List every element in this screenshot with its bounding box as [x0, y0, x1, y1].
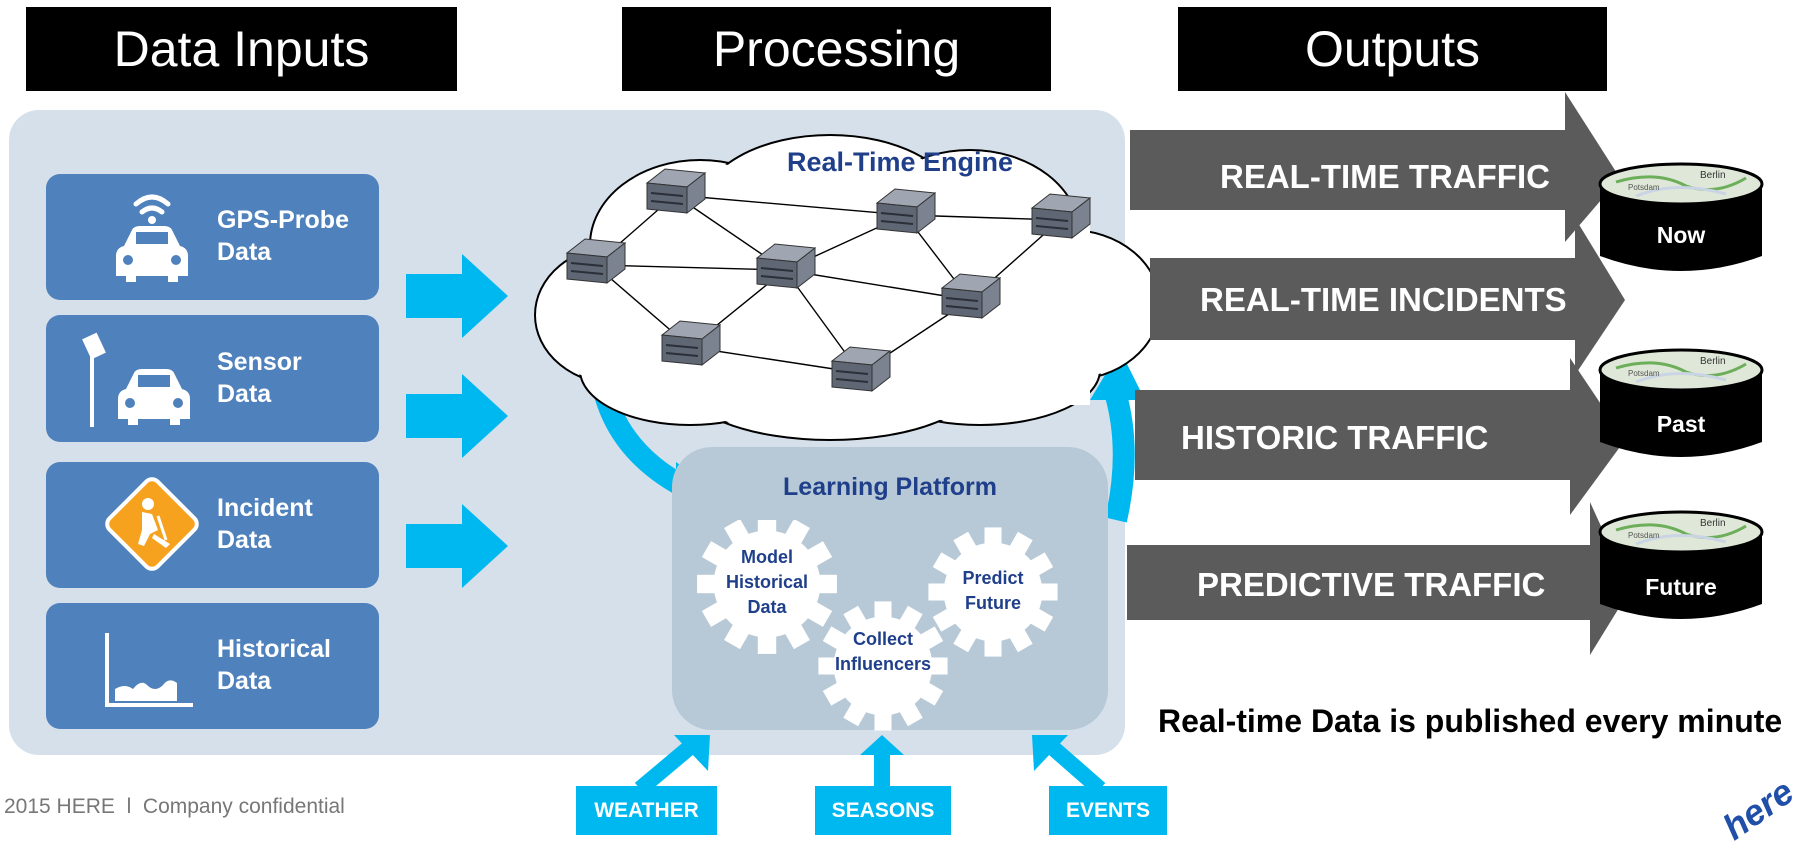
arrow-learning-to-cloud [1104, 388, 1135, 523]
publish-note: Real-time Data is published every minute [1158, 703, 1783, 739]
learning-platform-title: Learning Platform [783, 473, 997, 501]
output-arrows [1127, 92, 1630, 655]
influencer-seasons: SEASONS [815, 786, 951, 835]
output-label-predictive-traffic: PREDICTIVE TRAFFIC [1197, 566, 1546, 603]
database-future-label: Future [1645, 574, 1717, 600]
svg-text:Potsdam: Potsdam [1628, 531, 1660, 540]
header-data-inputs: Data Inputs [26, 7, 457, 91]
output-label-realtime-incidents: REAL-TIME INCIDENTS [1200, 281, 1567, 318]
server-1 [646, 168, 706, 214]
svg-text:Berlin: Berlin [1700, 356, 1726, 367]
server-8 [831, 346, 891, 392]
here-logo: here [1715, 770, 1801, 848]
server-5 [756, 243, 816, 289]
database-future-icon: Berlin Potsdam [1598, 510, 1764, 619]
server-3 [1031, 193, 1091, 239]
sensor-car-icon [82, 332, 190, 427]
arrow-input-2 [406, 374, 508, 458]
database-past-label: Past [1656, 411, 1706, 437]
output-label-historic-traffic: HISTORIC TRAFFIC [1181, 419, 1489, 456]
arrow-output-realtime-incidents [1150, 222, 1625, 258]
real-time-engine-cloud [534, 134, 1161, 441]
gear-label-predict: Predict Future [962, 568, 1024, 613]
output-label-realtime-traffic: REAL-TIME TRAFFIC [1220, 158, 1550, 195]
real-time-engine-title: Real-Time Engine [786, 147, 1014, 177]
influencer-weather: WEATHER [576, 786, 717, 835]
header-processing: Processing [622, 7, 1051, 91]
footer-confidential: 2015 HERE l Company confidential [4, 795, 345, 818]
server-4 [566, 238, 626, 284]
svg-text:Potsdam: Potsdam [1628, 183, 1660, 192]
input-flow-arrows [406, 254, 508, 588]
server-6 [941, 273, 1001, 319]
gear-label-collect: Collect Influencers [834, 629, 932, 674]
arrow-output-historic-traffic [1135, 358, 1625, 515]
roadwork-sign-icon [105, 477, 199, 571]
database-now-icon: Berlin Potsdam [1598, 162, 1764, 271]
svg-text:Berlin: Berlin [1700, 518, 1726, 529]
gear-label-model: Model Historical Data [725, 547, 809, 617]
arrow-input-3 [406, 504, 508, 588]
svg-text:Berlin: Berlin [1700, 170, 1726, 181]
gps-car-icon [116, 194, 188, 282]
area-chart-icon [105, 633, 193, 707]
server-2 [876, 188, 936, 234]
database-past-icon: Berlin Potsdam [1598, 348, 1764, 457]
server-7 [661, 320, 721, 366]
database-now-label: Now [1656, 222, 1706, 248]
influencer-events: EVENTS [1049, 786, 1167, 835]
arrow-output-realtime-traffic [1130, 92, 1620, 242]
influencer-arrows [634, 735, 1106, 790]
arrow-output-predictive-traffic [1127, 502, 1630, 655]
svg-text:Potsdam: Potsdam [1628, 369, 1660, 378]
arrow-input-1 [406, 254, 508, 338]
header-outputs: Outputs [1178, 7, 1607, 91]
